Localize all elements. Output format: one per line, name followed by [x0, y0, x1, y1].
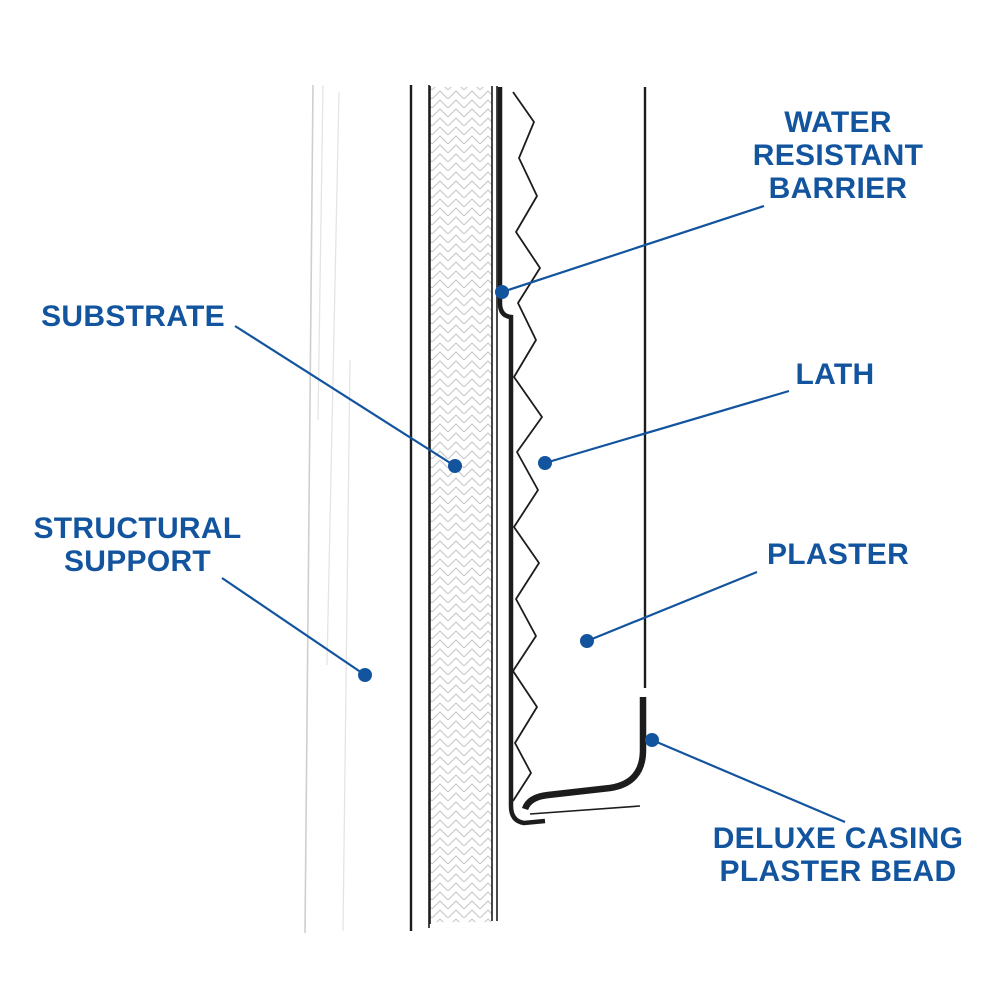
callout-dots	[358, 285, 659, 747]
stud-grain-line	[342, 359, 351, 932]
dot-lath	[538, 456, 552, 470]
casing-bead-profile	[521, 697, 647, 811]
label-line: WATER	[784, 106, 892, 139]
label-water-resistant-barrier: WATER RESISTANT BARRIER	[738, 106, 938, 205]
label-line: LATH	[795, 358, 875, 391]
casing-bead-return-line	[529, 805, 641, 815]
dot-substrate	[448, 459, 462, 473]
label-substrate: SUBSTRATE	[28, 300, 238, 333]
label-line: SUBSTRATE	[41, 300, 225, 333]
dot-plaster	[580, 634, 594, 648]
leader-lines	[221, 204, 846, 824]
label-line: STRUCTURAL	[33, 512, 242, 545]
water-resistant-barrier-line	[497, 87, 546, 826]
dot-water-resistant-barrier	[495, 285, 509, 299]
label-line: RESISTANT	[752, 139, 924, 172]
stud-left-edge-line	[304, 84, 314, 934]
substrate-hatch	[430, 87, 492, 922]
leader-line-water-resistant-barrier	[501, 204, 765, 294]
label-line: PLASTER	[766, 538, 910, 571]
label-deluxe-casing-plaster-bead: DELUXE CASING PLASTER BEAD	[688, 822, 988, 888]
dot-casing-bead	[645, 733, 659, 747]
leader-line-plaster	[586, 570, 758, 643]
structural-support-layer	[304, 84, 351, 934]
label-structural-support: STRUCTURAL SUPPORT	[15, 512, 260, 578]
label-line: PLASTER BEAD	[719, 855, 957, 888]
stud-grain-line	[317, 84, 324, 421]
label-lath: LATH	[760, 358, 910, 391]
leader-line-lath	[544, 389, 790, 465]
label-line: BARRIER	[768, 172, 908, 205]
leader-line-structural-support	[221, 577, 366, 676]
substrate-layer	[409, 85, 498, 931]
label-line: SUPPORT	[63, 545, 212, 578]
label-plaster: PLASTER	[733, 538, 943, 571]
leader-line-substrate	[234, 325, 456, 467]
stud-grain-line	[326, 91, 340, 666]
casing-bead	[521, 697, 647, 815]
label-line: DELUXE CASING	[712, 822, 964, 855]
leader-line-casing-bead	[651, 738, 846, 824]
dot-structural-support	[358, 668, 372, 682]
lath-zigzag-line	[512, 91, 543, 802]
